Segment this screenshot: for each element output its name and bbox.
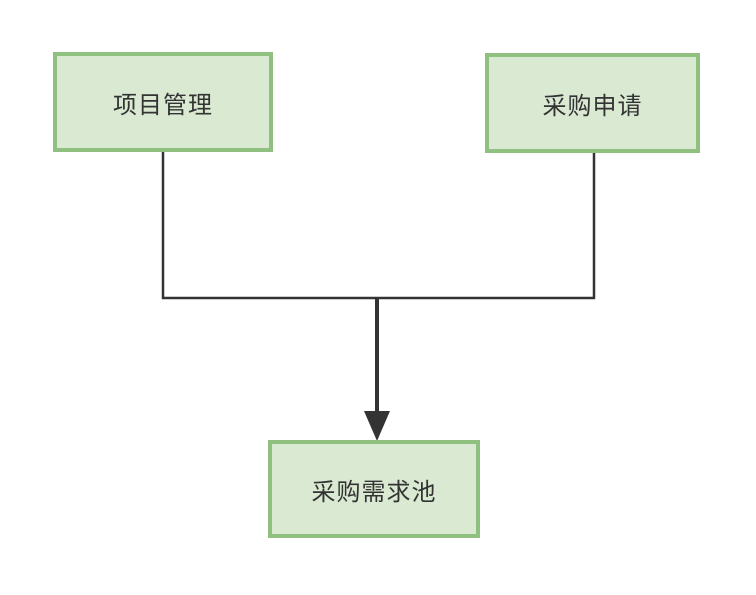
arrow-head-icon [364, 411, 390, 441]
node-project-management: 项目管理 [53, 52, 273, 152]
node-label: 项目管理 [113, 91, 213, 119]
node-purchase-demand-pool: 采购需求池 [268, 440, 480, 538]
edge-merge-rail [161, 152, 596, 300]
node-label: 采购申请 [542, 92, 643, 120]
node-purchase-request: 采购申请 [485, 53, 700, 153]
node-label: 采购需求池 [311, 478, 437, 506]
